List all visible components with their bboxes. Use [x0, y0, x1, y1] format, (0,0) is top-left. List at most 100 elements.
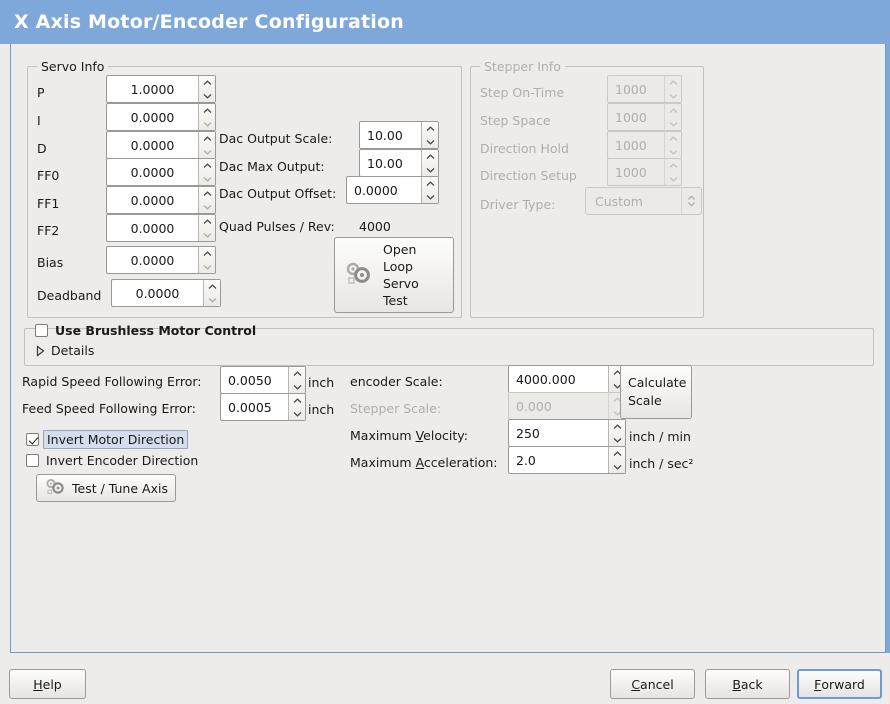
- triangle-right-icon[interactable]: [35, 344, 45, 357]
- dac-output-offset-value[interactable]: 0.0000: [354, 182, 398, 198]
- ff2-spinner[interactable]: 0.0000: [106, 214, 216, 242]
- spin-down-icon[interactable]: [609, 379, 625, 392]
- dac-max-output-spin-buttons[interactable]: [421, 150, 438, 176]
- spin-up-icon[interactable]: [422, 177, 438, 190]
- i-spin-buttons[interactable]: [198, 104, 215, 130]
- maximum-velocity-spinner[interactable]: 250: [508, 419, 626, 447]
- spin-up-icon[interactable]: [199, 187, 215, 200]
- spin-down-icon[interactable]: [422, 190, 438, 203]
- feed-speed-following-error-spinner[interactable]: 0.0005: [220, 393, 306, 421]
- rapid-speed-following-error-value[interactable]: 0.0050: [228, 372, 272, 388]
- d-spinner[interactable]: 0.0000: [106, 131, 216, 159]
- spin-up-icon[interactable]: [199, 76, 215, 89]
- i-spinner[interactable]: 0.0000: [106, 103, 216, 131]
- dac-max-output-spinner[interactable]: 10.00: [359, 149, 439, 177]
- ff1-spinner[interactable]: 0.0000: [106, 186, 216, 214]
- p-value[interactable]: 1.0000: [130, 81, 175, 97]
- ff0-spin-buttons[interactable]: [198, 159, 215, 185]
- rapid-speed-following-error-spinner[interactable]: 0.0050: [220, 366, 306, 394]
- rapid-speed-unit: inch: [308, 375, 335, 390]
- spin-up-icon[interactable]: [609, 447, 625, 460]
- spin-down-icon[interactable]: [199, 172, 215, 185]
- spin-up-icon[interactable]: [199, 104, 215, 117]
- rapid-spin-buttons[interactable]: [288, 367, 305, 393]
- spin-up-icon[interactable]: [199, 247, 215, 260]
- spin-down-icon[interactable]: [199, 89, 215, 102]
- encoder-scale-value[interactable]: 4000.000: [516, 371, 576, 387]
- spin-down-icon[interactable]: [609, 433, 625, 446]
- ff0-value[interactable]: 0.0000: [130, 164, 175, 180]
- bias-spinner[interactable]: 0.0000: [106, 246, 216, 274]
- spin-down-icon[interactable]: [199, 200, 215, 213]
- dac-output-scale-spinner[interactable]: 10.00: [359, 121, 439, 149]
- spin-down-icon[interactable]: [199, 117, 215, 130]
- checkbox-box[interactable]: [35, 324, 48, 337]
- maximum-acceleration-value[interactable]: 2.0: [516, 452, 536, 468]
- maximum-velocity-spin-buttons[interactable]: [608, 420, 625, 446]
- spin-up-icon[interactable]: [289, 394, 305, 407]
- dac-max-output-value[interactable]: 10.00: [367, 155, 403, 171]
- spin-up-icon[interactable]: [204, 280, 220, 293]
- d-value[interactable]: 0.0000: [130, 137, 175, 153]
- invert-motor-direction-checkbox[interactable]: Invert Motor Direction: [26, 430, 189, 449]
- feed-spin-buttons[interactable]: [288, 394, 305, 420]
- label-d: D: [37, 141, 47, 156]
- max-velocity-label-mnemonic: V: [415, 428, 424, 443]
- ff2-spin-buttons[interactable]: [198, 215, 215, 241]
- p-spin-buttons[interactable]: [198, 76, 215, 102]
- d-spin-buttons[interactable]: [198, 132, 215, 158]
- spin-up-icon[interactable]: [422, 122, 438, 135]
- bias-spin-buttons[interactable]: [198, 247, 215, 273]
- invert-encoder-direction-checkbox[interactable]: Invert Encoder Direction: [26, 453, 198, 468]
- deadband-spinner[interactable]: 0.0000: [111, 279, 221, 307]
- deadband-value[interactable]: 0.0000: [135, 285, 180, 301]
- test-tune-axis-button[interactable]: Test / Tune Axis: [36, 474, 176, 502]
- dac-output-offset-spinner[interactable]: 0.0000: [346, 176, 439, 204]
- spin-up-icon[interactable]: [199, 159, 215, 172]
- maximum-acceleration-spinner[interactable]: 2.0: [508, 446, 626, 474]
- label-dac-max-output: Dac Max Output:: [219, 159, 325, 174]
- deadband-spin-buttons[interactable]: [203, 280, 220, 306]
- ff0-spinner[interactable]: 0.0000: [106, 158, 216, 186]
- spin-up-icon[interactable]: [609, 366, 625, 379]
- label-feed-speed-following-error: Feed Speed Following Error:: [22, 401, 196, 416]
- open-loop-servo-test-button[interactable]: Open Loop Servo Test: [334, 237, 454, 313]
- details-disclosure[interactable]: Details: [35, 343, 94, 358]
- i-value[interactable]: 0.0000: [130, 109, 175, 125]
- ff2-value[interactable]: 0.0000: [130, 220, 175, 236]
- spin-down-icon[interactable]: [422, 135, 438, 148]
- dac-output-scale-value[interactable]: 10.00: [367, 127, 403, 143]
- maximum-acceleration-spin-buttons[interactable]: [608, 447, 625, 473]
- maximum-velocity-value[interactable]: 250: [516, 425, 540, 441]
- spin-down-icon[interactable]: [422, 163, 438, 176]
- invert-motor-direction-label: Invert Motor Direction: [43, 430, 189, 449]
- spin-up-icon[interactable]: [422, 150, 438, 163]
- dac-output-scale-spin-buttons[interactable]: [421, 122, 438, 148]
- bias-value[interactable]: 0.0000: [130, 252, 175, 268]
- spin-down-icon[interactable]: [199, 145, 215, 158]
- spin-down-icon[interactable]: [609, 460, 625, 473]
- checkbox-box[interactable]: [26, 433, 39, 446]
- spin-down-icon[interactable]: [289, 407, 305, 420]
- spin-up-icon[interactable]: [289, 367, 305, 380]
- spin-up-icon[interactable]: [609, 420, 625, 433]
- spin-down-icon[interactable]: [204, 293, 220, 306]
- spin-up-icon[interactable]: [199, 215, 215, 228]
- calculate-scale-button[interactable]: Calculate Scale: [620, 365, 692, 419]
- dac-output-offset-spin-buttons[interactable]: [421, 177, 438, 203]
- ff1-spin-buttons[interactable]: [198, 187, 215, 213]
- feed-speed-following-error-value[interactable]: 0.0005: [228, 399, 272, 415]
- ff1-value[interactable]: 0.0000: [130, 192, 175, 208]
- use-brushless-motor-control-checkbox[interactable]: Use Brushless Motor Control: [35, 323, 256, 338]
- spin-up-icon[interactable]: [199, 132, 215, 145]
- encoder-scale-spinner[interactable]: 4000.000: [508, 365, 626, 393]
- checkbox-box[interactable]: [26, 454, 39, 467]
- spin-down-icon[interactable]: [199, 260, 215, 273]
- p-spinner[interactable]: 1.0000: [106, 75, 216, 103]
- spin-down-icon[interactable]: [289, 380, 305, 393]
- spin-down-icon[interactable]: [199, 228, 215, 241]
